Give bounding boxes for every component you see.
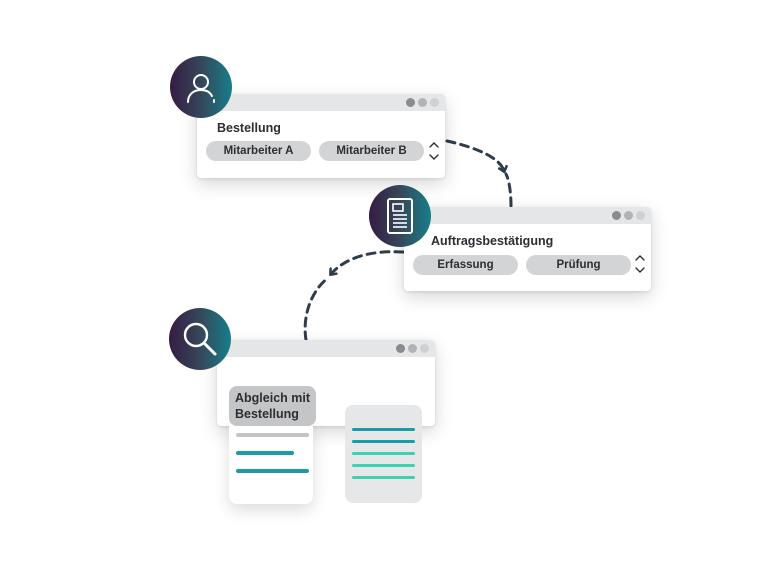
magnifier-icon [183, 322, 217, 356]
window-dot-icon [612, 211, 621, 220]
window-dot-icon [430, 98, 439, 107]
sheet-line [236, 469, 309, 473]
confirmation-sheet [345, 405, 422, 503]
order-card: Bestellung Mitarbeiter A Mitarbeiter B [197, 94, 445, 178]
sheet-line [352, 464, 415, 467]
chip-employee-a[interactable]: Mitarbeiter A [206, 141, 311, 161]
sheet-line [236, 433, 309, 437]
sheet-line [352, 452, 415, 455]
arrow-step1-to-step2 [445, 139, 504, 171]
order-sheet [229, 420, 313, 504]
chip-employee-b[interactable]: Mitarbeiter B [319, 141, 424, 161]
sheet-line [236, 451, 294, 455]
confirmation-card-titlebar [404, 207, 651, 224]
window-dot-icon [420, 344, 429, 353]
window-dot-icon [396, 344, 405, 353]
order-card-title: Bestellung [217, 121, 281, 135]
chip-capture[interactable]: Erfassung [413, 255, 518, 275]
order-card-titlebar [197, 94, 445, 111]
arrow-step2-to-step3 [331, 250, 405, 274]
confirmation-card-title: Auftragsbestätigung [431, 234, 554, 248]
comparison-card-titlebar [217, 340, 435, 357]
confirmation-card: Auftragsbestätigung Erfassung Prüfung [404, 207, 651, 291]
document-icon [387, 198, 413, 234]
document-icon-badge [369, 185, 431, 247]
window-dots [612, 211, 645, 220]
magnifier-icon-badge [169, 308, 231, 370]
user-icon-badge [170, 56, 232, 118]
sheet-line [352, 428, 415, 431]
compare-label: Abgleich mit Bestellung [229, 386, 317, 426]
window-dot-icon [406, 98, 415, 107]
scroll-arrows-icon[interactable] [634, 253, 646, 275]
window-dot-icon [418, 98, 427, 107]
window-dot-icon [624, 211, 633, 220]
arrow-step3-incoming [303, 276, 330, 342]
window-dot-icon [636, 211, 645, 220]
window-dots [406, 98, 439, 107]
chip-review[interactable]: Prüfung [526, 255, 631, 275]
window-dots [396, 344, 429, 353]
sheet-line [352, 440, 415, 443]
sheet-line [352, 476, 415, 479]
scroll-arrows-icon[interactable] [428, 140, 440, 162]
user-icon [187, 74, 215, 103]
window-dot-icon [408, 344, 417, 353]
arrow-step2-tail [504, 172, 513, 208]
